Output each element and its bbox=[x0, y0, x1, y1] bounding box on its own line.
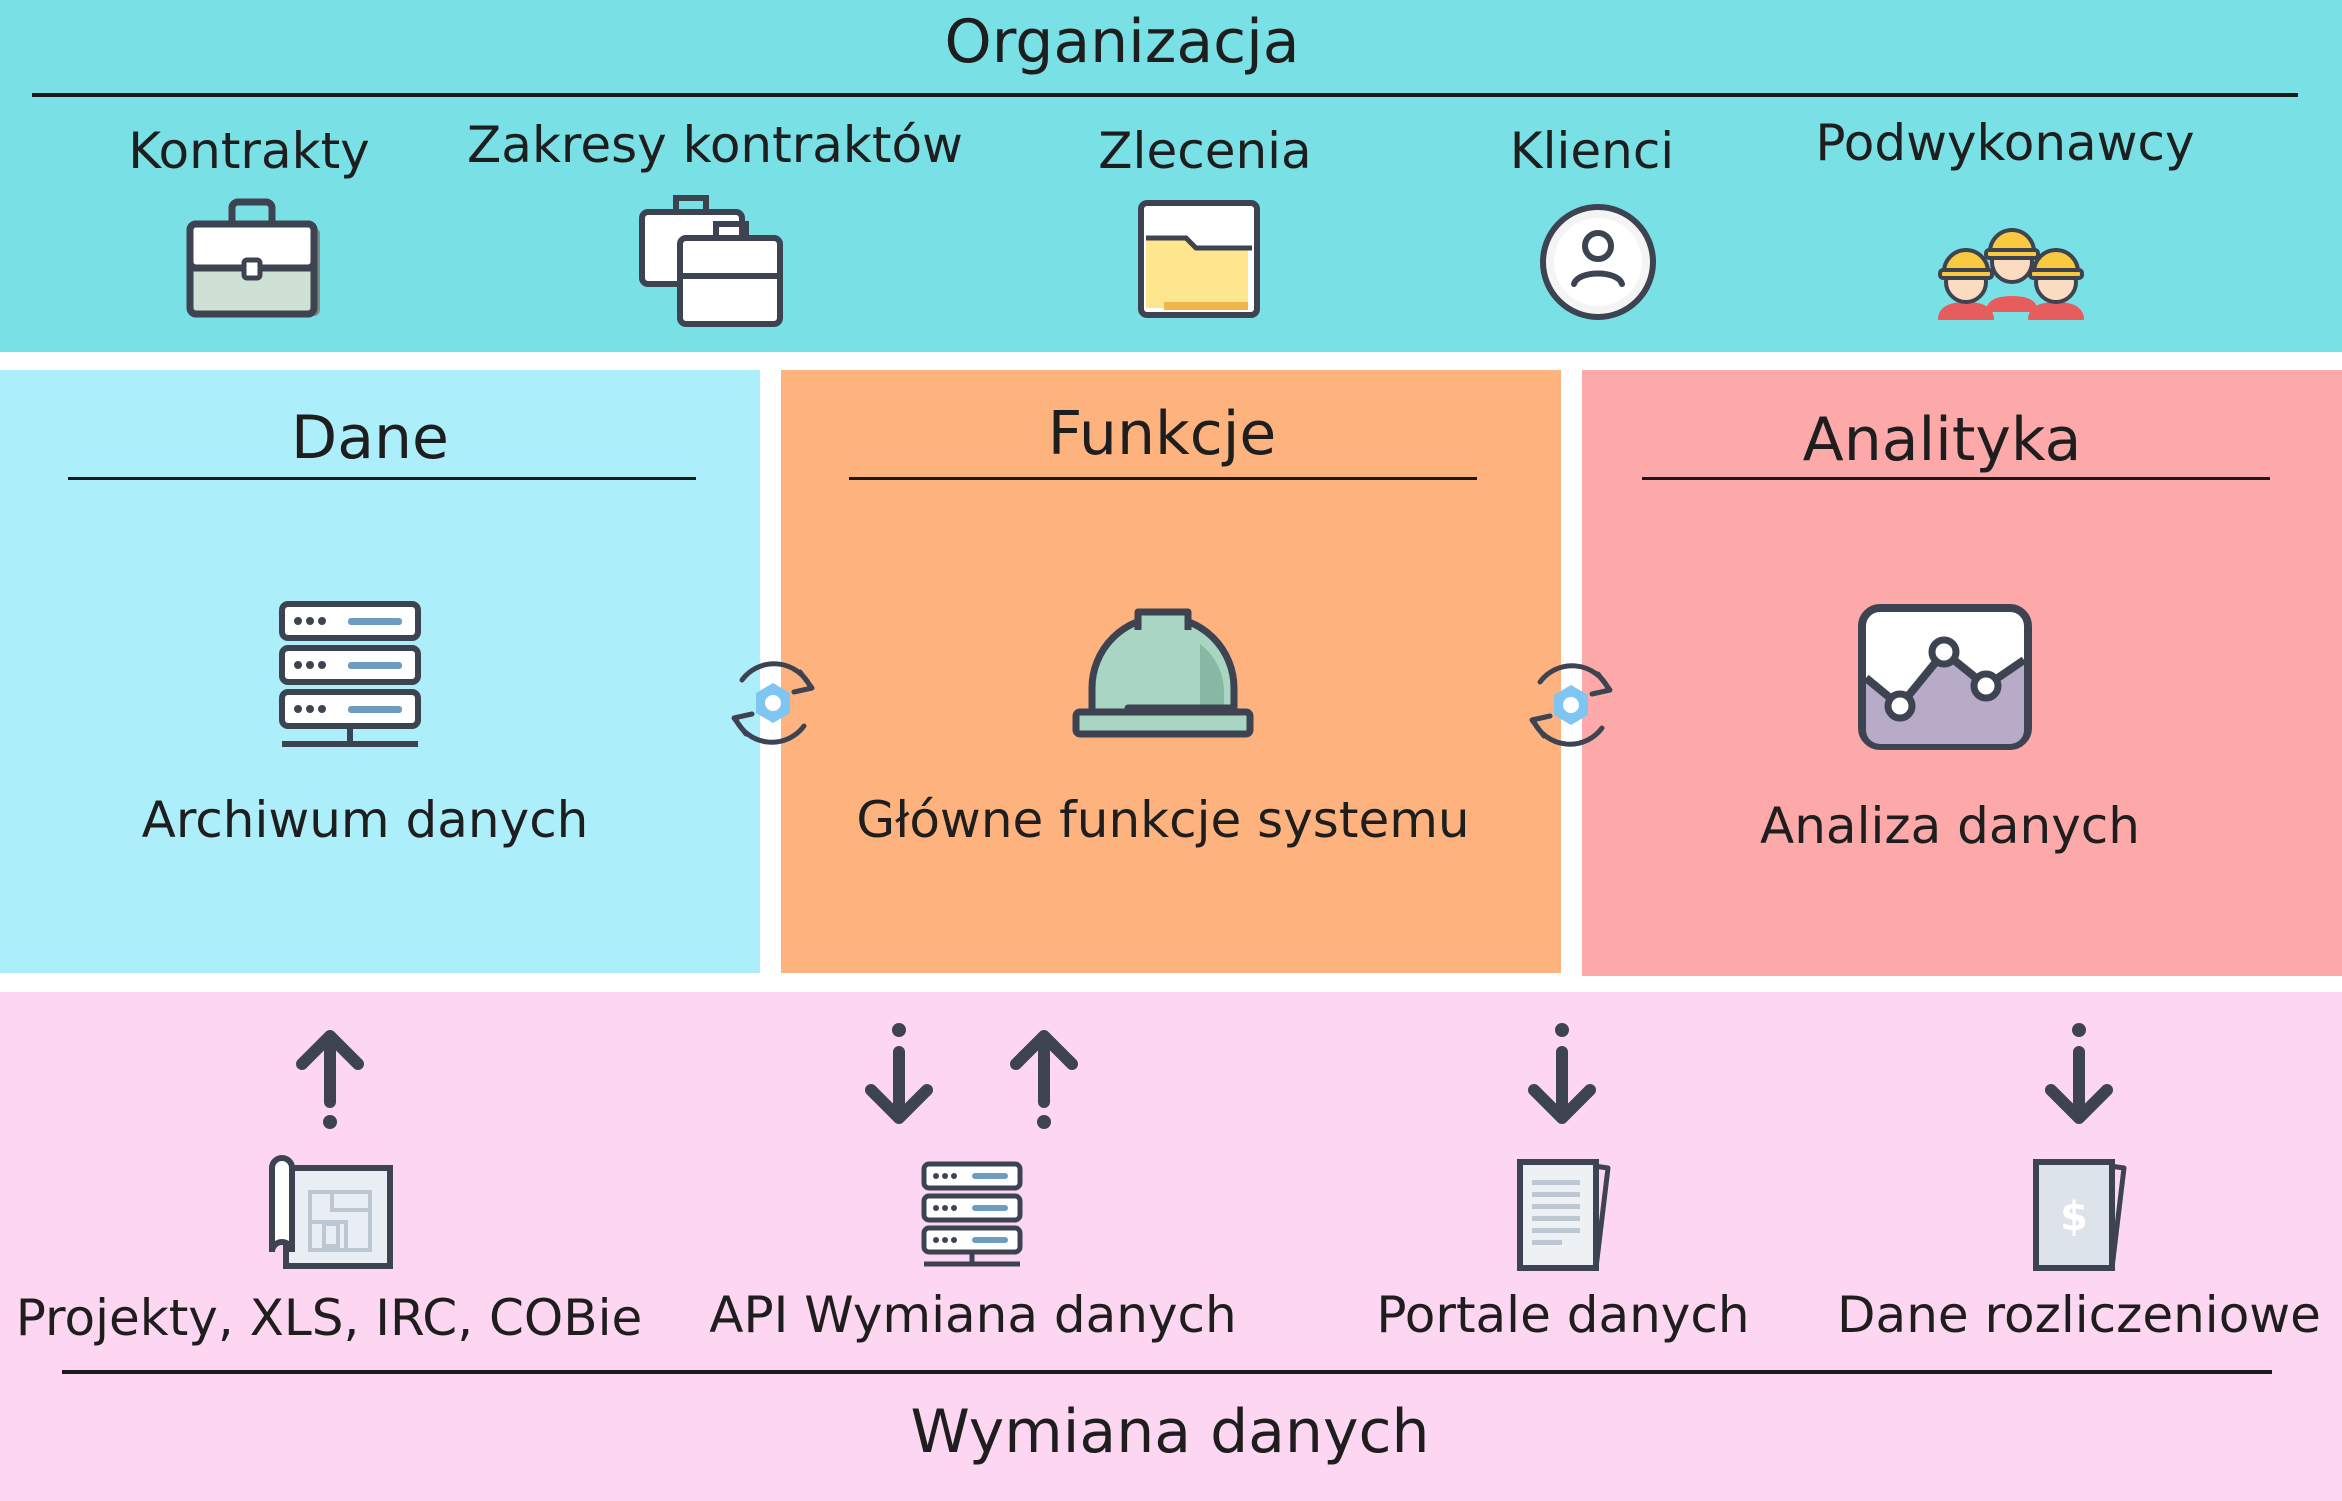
wymiana-item-rozliczeniowe-label: Dane rozliczeniowe bbox=[1837, 1286, 2321, 1344]
dane-label: Archiwum danych bbox=[141, 791, 589, 849]
org-item-podwykonawcy-label: Podwykonawcy bbox=[1815, 114, 2195, 172]
invoice-icon: $ bbox=[2028, 1156, 2132, 1274]
hardhat-icon bbox=[1070, 604, 1256, 742]
documents-icon bbox=[1512, 1156, 1616, 1274]
blueprint-icon bbox=[266, 1152, 396, 1272]
user-icon bbox=[1538, 202, 1658, 322]
wymiana-divider bbox=[62, 1370, 2272, 1374]
sync-icon bbox=[1518, 652, 1624, 758]
org-item-zakresy-label: Zakresy kontraktów bbox=[467, 116, 963, 174]
briefcases-icon bbox=[636, 188, 786, 332]
organizacja-title: Organizacja bbox=[944, 7, 1300, 77]
svg-text:$: $ bbox=[2060, 1194, 2088, 1240]
org-item-zlecenia-label: Zlecenia bbox=[1098, 122, 1312, 180]
arrow-down-icon bbox=[2041, 1022, 2117, 1130]
org-item-klienci-label: Klienci bbox=[1509, 122, 1675, 180]
wymiana-item-projekty-label: Projekty, XLS, IRC, COBie bbox=[15, 1289, 643, 1347]
dane-title: Dane bbox=[291, 403, 449, 473]
arrow-down-icon bbox=[1524, 1022, 1600, 1130]
server-icon bbox=[920, 1160, 1024, 1268]
arrow-down-icon bbox=[861, 1022, 937, 1130]
folder-icon bbox=[1136, 198, 1262, 320]
arrow-up-icon bbox=[1006, 1024, 1082, 1130]
briefcase-icon bbox=[182, 196, 326, 322]
funkcje-label: Główne funkcje systemu bbox=[856, 791, 1470, 849]
sync-icon bbox=[720, 650, 826, 756]
funkcje-divider bbox=[849, 477, 1477, 480]
arrow-up-icon bbox=[292, 1024, 368, 1130]
analityka-title: Analityka bbox=[1802, 405, 2082, 475]
server-icon bbox=[276, 598, 424, 752]
wymiana-title: Wymiana danych bbox=[910, 1397, 1430, 1467]
analityka-divider bbox=[1642, 477, 2270, 480]
analityka-label: Analiza danych bbox=[1760, 797, 2140, 855]
wymiana-item-portale-label: Portale danych bbox=[1376, 1286, 1750, 1344]
organizacja-divider bbox=[32, 93, 2298, 97]
wymiana-item-api-label: API Wymiana danych bbox=[709, 1286, 1237, 1344]
chart-icon bbox=[1856, 602, 2034, 752]
org-item-kontrakty-label: Kontrakty bbox=[128, 122, 370, 180]
funkcje-title: Funkcje bbox=[1047, 399, 1277, 469]
dane-divider bbox=[68, 477, 696, 480]
workers-icon bbox=[1930, 196, 2092, 324]
